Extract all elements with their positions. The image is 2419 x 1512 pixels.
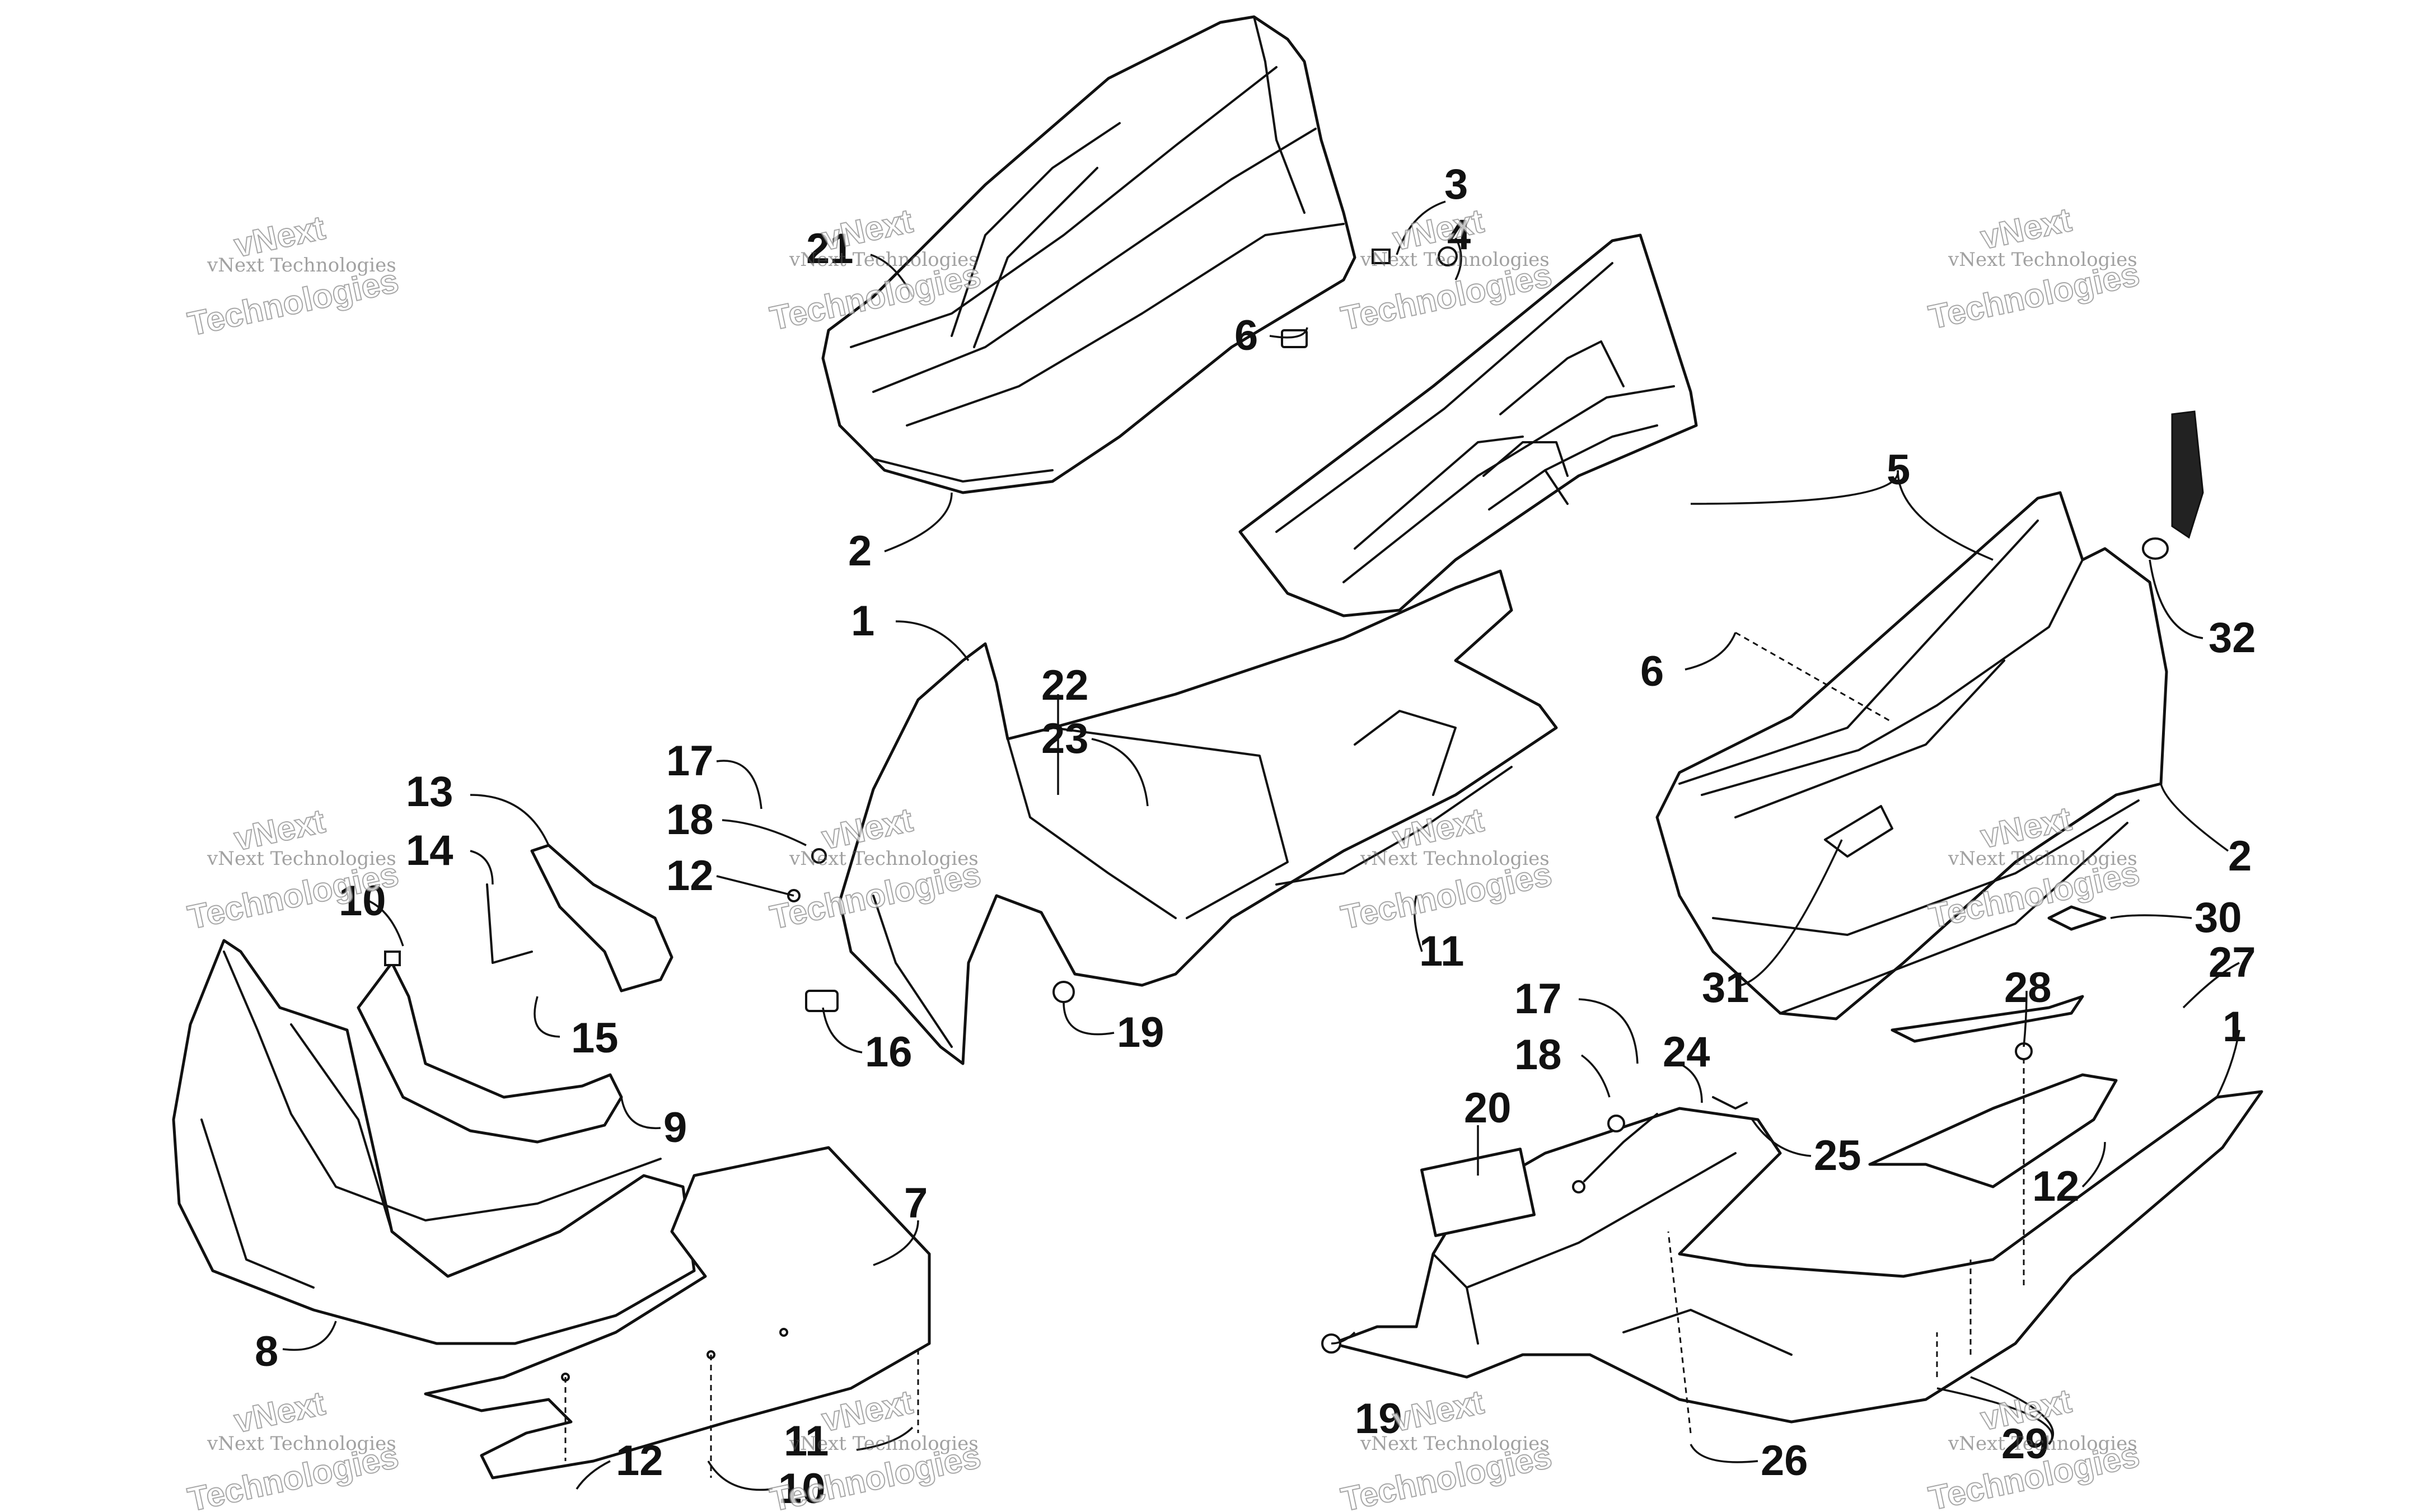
watermark-small-11: vNext Technologies [1360, 1433, 1550, 1455]
callout-3: 3 [1444, 161, 1468, 208]
callout-20: 20 [1464, 1084, 1512, 1132]
watermark-small-2: vNext Technologies [789, 249, 979, 271]
callout-22: 22 [1041, 662, 1089, 709]
watermark-small-3: vNext Technologies [1360, 249, 1550, 271]
callout-9: 9 [663, 1104, 687, 1151]
callout-17-right: 17 [1514, 975, 1562, 1023]
callout-28: 28 [2004, 964, 2052, 1012]
callout-12-right: 12 [2032, 1163, 2080, 1210]
watermark-small-8: vNext Technologies [1948, 848, 2137, 870]
callout-19-left: 19 [1117, 1009, 1164, 1056]
watermark-big-11a: vNext [1389, 1383, 1487, 1439]
callout-24: 24 [1663, 1028, 1710, 1076]
cover-13 [486, 844, 673, 993]
callout-14: 14 [406, 827, 453, 874]
console-bracket [805, 569, 1558, 1065]
callout-2-right: 2 [2228, 832, 2252, 880]
callout-18-right: 18 [1514, 1031, 1562, 1079]
callout-11-bottom: 11 [784, 1417, 829, 1465]
callout-25: 25 [1814, 1132, 1861, 1179]
callout-17-left: 17 [666, 737, 714, 785]
callout-16: 16 [865, 1028, 913, 1076]
leader-lines [282, 200, 2240, 1491]
callout-26: 26 [1761, 1437, 1808, 1485]
watermark-small-12: vNext Technologies [1948, 1433, 2137, 1455]
callout-30: 30 [2195, 894, 2242, 942]
callout-32: 32 [2209, 614, 2256, 662]
callout-12-left: 12 [666, 852, 714, 900]
lower-chassis [1331, 1090, 2263, 1424]
bezel-9 [357, 961, 623, 1144]
callout-11-right: 11 [1419, 928, 1464, 975]
windshield [1238, 233, 1698, 617]
callout-1-upper: 1 [851, 597, 874, 645]
hood-lower-right [1655, 491, 2168, 1021]
callout-5: 5 [1887, 446, 1910, 494]
callout-10-left: 10 [339, 877, 386, 925]
front-bumper [172, 939, 696, 1345]
watermark-small-1: vNext Technologies [207, 254, 396, 277]
callout-6-right: 6 [1640, 648, 1664, 695]
plate-27 [1868, 905, 2118, 1188]
watermark-small-6: vNext Technologies [789, 848, 979, 870]
callout-29: 29 [2001, 1420, 2049, 1468]
watermark-small-5: vNext Technologies [207, 848, 396, 870]
callout-18-left: 18 [666, 796, 714, 844]
callout-8: 8 [255, 1328, 278, 1375]
watermark-small-7: vNext Technologies [1360, 848, 1550, 870]
handle-32 [2142, 410, 2204, 560]
callout-10-bottom: 10 [778, 1465, 826, 1512]
callout-12-bottom: 12 [616, 1437, 663, 1485]
hood-upper [821, 15, 1356, 494]
callout-1-right: 1 [2223, 1003, 2246, 1051]
watermark-small-9: vNext Technologies [207, 1433, 396, 1455]
callout-23: 23 [1041, 715, 1089, 762]
callout-7: 7 [904, 1179, 928, 1227]
hardware [384, 246, 2033, 1354]
callout-19-right: 19 [1355, 1395, 1402, 1443]
callout-2-top: 2 [848, 527, 872, 575]
callout-6-top: 6 [1234, 312, 1258, 359]
callout-21: 21 [806, 225, 854, 273]
cable-24 [1572, 1096, 1748, 1193]
callout-13: 13 [406, 768, 453, 816]
callout-27: 27 [2209, 939, 2256, 986]
callout-labels: 21 3 4 6 5 2 1 22 23 32 6 2 17 18 12 13 … [255, 161, 2256, 1512]
callout-15: 15 [571, 1014, 619, 1062]
watermark-small-4: vNext Technologies [1948, 249, 2137, 271]
callout-4: 4 [1447, 211, 1471, 259]
watermark-small-10: vNext Technologies [789, 1433, 979, 1455]
watermark-big-9a: vNext [231, 1384, 328, 1440]
callout-31: 31 [1702, 964, 1749, 1012]
